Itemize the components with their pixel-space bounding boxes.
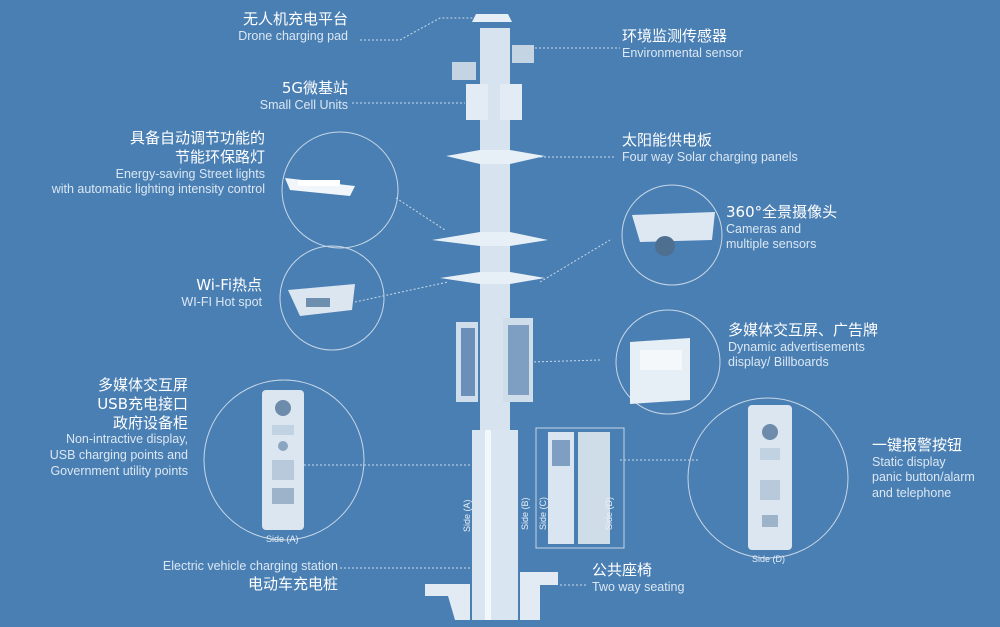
label-usb: 多媒体交互屏 USB充电接口 政府设备柜 Non-intractive disp… (50, 376, 188, 479)
label-ev: Electric vehicle charging station 电动车充电桩 (163, 559, 338, 593)
label-cell: 5G微基站 Small Cell Units (260, 79, 348, 113)
label-usb-cn3: 政府设备柜 (112, 413, 188, 432)
pole (425, 14, 558, 620)
callout-circle-wifi (279, 245, 385, 351)
label-ev-en: Electric vehicle charging station (162, 559, 338, 573)
label-drone: 无人机充电平台 Drone charging pad (238, 10, 348, 44)
label-wifi-cn: Wi-Fi热点 (196, 276, 262, 294)
label-usb-cn2: USB充电接口 (97, 394, 188, 413)
leader-camera (539, 239, 611, 283)
leader-wifi (354, 281, 449, 303)
label-ads: 多媒体交互屏、广告牌 Dynamic advertisements displa… (728, 321, 878, 371)
label-seat-en: Two way seating (592, 579, 685, 594)
label-cell-en: Small Cell Units (259, 97, 348, 112)
side-a-label: Side (A) (266, 534, 299, 544)
label-light-cn2: 节能环保路灯 (174, 147, 265, 166)
side-c-vertical: Side (C) (538, 496, 548, 530)
callout-circle-light (281, 131, 399, 249)
label-seat: 公共座椅 Two way seating (592, 561, 684, 595)
side-d-label: Side (D) (752, 554, 786, 564)
label-camera: 360°全景摄像头 Cameras and multiple sensors (726, 203, 837, 253)
label-light-cn1: 具备自动调节功能的 (129, 129, 265, 147)
leader-light (395, 197, 446, 231)
callout-circle-camera (621, 184, 723, 286)
panic-closeup (748, 405, 792, 550)
label-cell-cn: 5G微基站 (281, 79, 348, 97)
label-env-en: Environmental sensor (622, 45, 743, 60)
callout-circle-ads (615, 309, 721, 415)
streetlight-closeup (285, 178, 355, 196)
leader-ads (529, 359, 601, 363)
label-env-cn: 环境监测传感器 (622, 27, 728, 45)
billboard-closeup (630, 338, 690, 404)
label-panic-en2: panic button/alarm (872, 470, 975, 485)
label-drone-cn: 无人机充电平台 (242, 10, 348, 28)
label-wifi: Wi-Fi热点 WI-FI Hot spot (181, 276, 262, 310)
label-usb-cn1: 多媒体交互屏 (97, 376, 188, 394)
wifi-closeup (288, 284, 355, 316)
side-b-vertical: Side (B) (520, 497, 530, 530)
usb-cabinet-closeup (262, 390, 304, 530)
camera-closeup (632, 212, 715, 256)
label-solar-cn: 太阳能供电板 (622, 131, 713, 149)
label-seat-cn: 公共座椅 (592, 561, 653, 579)
label-env: 环境监测传感器 Environmental sensor (622, 27, 743, 61)
label-panic-en3: and telephone (872, 486, 952, 500)
callout-circle-usb (203, 379, 365, 541)
label-camera-cn: 360°全景摄像头 (726, 203, 838, 221)
label-usb-en2: USB charging points and (49, 447, 188, 462)
label-drone-en: Drone charging pad (238, 28, 348, 43)
label-wifi-en: WI-FI Hot spot (181, 294, 262, 309)
label-light-en1: Energy-saving Street lights (115, 166, 265, 181)
label-light: 具备自动调节功能的 节能环保路灯 Energy-saving Street li… (52, 129, 265, 198)
callout-circle-panic (687, 397, 849, 559)
label-usb-en3: Government utility points (50, 463, 188, 478)
label-solar: 太阳能供电板 Four way Solar charging panels (622, 131, 798, 165)
label-panic-en1: Static display (872, 454, 946, 469)
leader-drone (360, 17, 475, 41)
label-ads-cn: 多媒体交互屏、广告牌 (728, 321, 879, 339)
label-ev-cn: 电动车充电桩 (247, 574, 338, 593)
label-solar-en: Four way Solar charging panels (622, 149, 798, 164)
label-usb-en1: Non-intractive display, (65, 432, 188, 447)
side-d-vertical: Side (D) (604, 496, 614, 530)
label-light-en2: with automatic lighting intensity contro… (51, 182, 265, 197)
label-camera-en1: Cameras and (726, 221, 802, 236)
label-ads-en2: display/ Billboards (728, 355, 829, 370)
label-ads-en1: Dynamic advertisements (728, 339, 865, 354)
side-views-panel (535, 427, 625, 549)
label-camera-en2: multiple sensors (726, 237, 817, 252)
side-a-vertical: Side (A) (462, 499, 472, 532)
label-panic: 一键报警按钮 Static display panic button/alarm… (872, 436, 975, 502)
label-panic-cn: 一键报警按钮 (872, 436, 963, 454)
